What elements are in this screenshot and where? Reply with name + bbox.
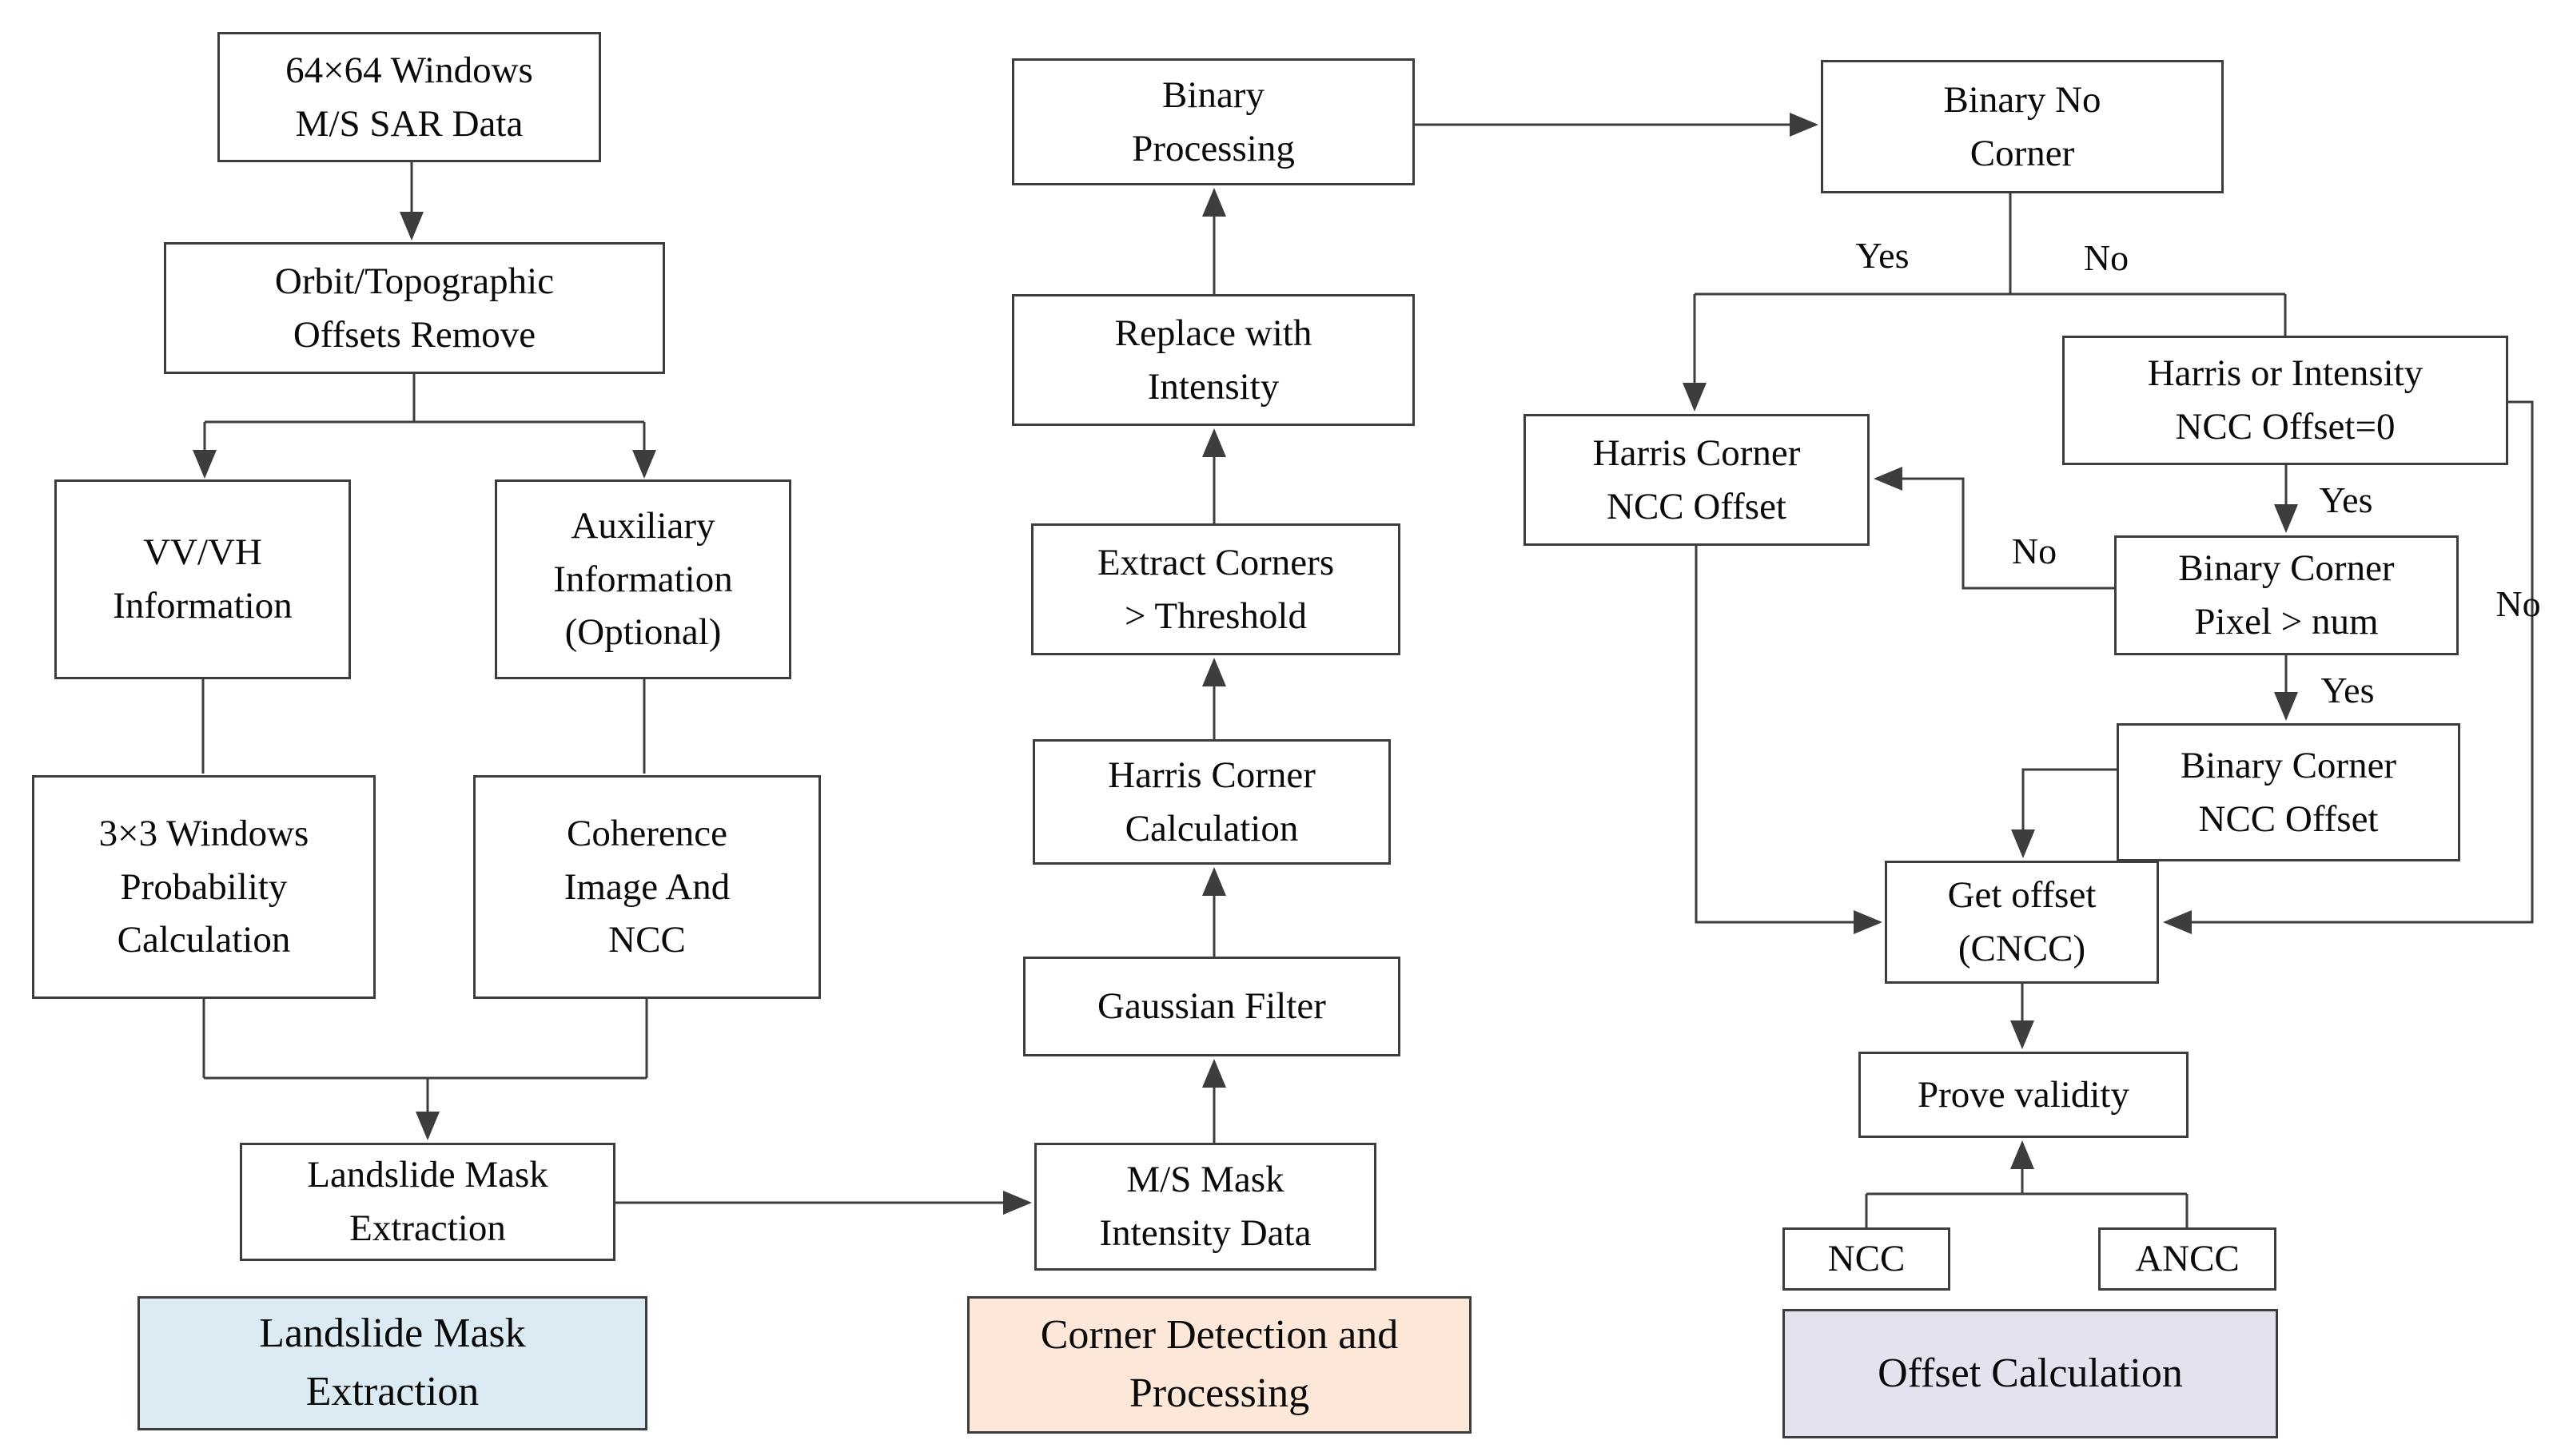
node-harris-corner-calculation: Harris Corner Calculation (1033, 739, 1391, 865)
node-mask-extraction-label: Landslide Mask Extraction (307, 1154, 548, 1249)
node-coherence-ncc: Coherence Image And NCC (473, 775, 821, 999)
node-binary-processing-label: Binary Processing (1132, 74, 1295, 169)
line-ncc-ancc-join (1865, 1192, 2189, 1227)
node-harris-or-intensity: Harris or Intensity NCC Offset=0 (2062, 336, 2508, 465)
node-extract-corners: Extract Corners > Threshold (1031, 523, 1400, 655)
node-harris-or-intensity-label: Harris or Intensity NCC Offset=0 (2147, 352, 2424, 448)
line-bnc-split (1695, 193, 2285, 296)
node-coherence-label: Coherence Image And NCC (564, 812, 731, 961)
node-vvvh-information: VV/VH Information (54, 479, 351, 679)
branch-hoi-no-text: No (2495, 583, 2541, 624)
node-binary-no-corner-label: Binary No Corner (1943, 78, 2101, 174)
node-binary-processing: Binary Processing (1012, 58, 1415, 185)
branch-label-hoi-no: No (2487, 582, 2549, 627)
node-binary-corner-pixel-label: Binary Corner Pixel > num (2178, 547, 2395, 642)
line-join-3x3-coherence (202, 999, 648, 1080)
node-orbit-offsets-remove: Orbit/Topographic Offsets Remove (164, 242, 665, 374)
node-replace-with-intensity: Replace with Intensity (1012, 294, 1415, 426)
node-landslide-mask-extraction: Landslide Mask Extraction (240, 1143, 615, 1261)
node-binary-corner-pixel: Binary Corner Pixel > num (2114, 535, 2459, 655)
node-binary-corner-ncc-offset: Binary Corner NCC Offset (2117, 723, 2460, 861)
branch-label-pixel-yes: Yes (2304, 668, 2392, 713)
node-gaussian-label: Gaussian Filter (1097, 985, 1326, 1028)
stage-landslide-mask-extraction: Landslide Mask Extraction (137, 1296, 647, 1430)
node-binary-no-corner: Binary No Corner (1821, 60, 2224, 193)
node-get-offset-cncc: Get offset (CNCC) (1885, 861, 2159, 984)
branch-hoi-yes-text: Yes (2319, 479, 2373, 520)
node-ancc-label: ANCC (2135, 1238, 2240, 1280)
arrow-harrisncc-to-getoffset (1695, 546, 1882, 934)
stage-offset-calculation: Offset Calculation (1782, 1309, 2278, 1438)
node-harris-calc-label: Harris Corner Calculation (1108, 754, 1316, 849)
stage-offset-title: Offset Calculation (1878, 1350, 2183, 1396)
node-harris-ncc-offset-label: Harris Corner NCC Offset (1592, 432, 1801, 527)
branch-label-hoi-yes: Yes (2302, 478, 2390, 523)
node-prove-validity-label: Prove validity (1918, 1073, 2129, 1116)
arrow-bcncc-to-getoffset (2011, 768, 2117, 858)
node-auxiliary-information: Auxiliary Information (Optional) (495, 479, 791, 679)
node-ncc: NCC (1782, 1227, 1950, 1291)
branch-pixel-no-text: No (2011, 531, 2057, 571)
stage-landslide-title: Landslide Mask Extraction (259, 1311, 526, 1414)
node-ancc: ANCC (2098, 1227, 2276, 1291)
node-ms-mask-intensity: M/S Mask Intensity Data (1034, 1143, 1376, 1271)
arrow-hoi-no-to-getoffset (2163, 400, 2534, 934)
node-sar-data: 64×64 Windows M/S SAR Data (217, 32, 601, 162)
node-ncc-label: NCC (1827, 1238, 1906, 1280)
branch-bnc-yes-text: Yes (1855, 235, 1910, 276)
branch-label-bnc-no: No (2066, 236, 2146, 280)
node-3x3-label: 3×3 Windows Probability Calculation (98, 812, 309, 961)
branch-label-bnc-yes: Yes (1838, 233, 1926, 278)
arrow-pixel-no-to-harrisncc (1874, 467, 2114, 590)
stage-corner-detection: Corner Detection and Processing (967, 1296, 1472, 1434)
node-replace-intensity-label: Replace with Intensity (1114, 312, 1312, 408)
node-get-offset-label: Get offset (CNCC) (1947, 874, 2097, 969)
line-orbit-split (205, 374, 644, 424)
node-orbit-label: Orbit/Topographic Offsets Remove (274, 260, 555, 356)
node-auxiliary-label: Auxiliary Information (Optional) (553, 504, 733, 654)
node-sar-data-label: 64×64 Windows M/S SAR Data (285, 49, 533, 145)
node-prove-validity: Prove validity (1858, 1052, 2189, 1138)
branch-label-pixel-no: No (1994, 529, 2074, 574)
node-binary-corner-ncc-label: Binary Corner NCC Offset (2180, 744, 2397, 840)
node-harris-corner-ncc-offset: Harris Corner NCC Offset (1523, 414, 1870, 546)
branch-pixel-yes-text: Yes (2320, 670, 2375, 710)
node-ms-mask-label: M/S Mask Intensity Data (1099, 1159, 1312, 1254)
node-3x3-probability: 3×3 Windows Probability Calculation (32, 775, 376, 999)
branch-bnc-no-text: No (2083, 237, 2129, 278)
node-vvvh-label: VV/VH Information (113, 531, 293, 627)
node-extract-corners-label: Extract Corners > Threshold (1097, 541, 1335, 637)
stage-corner-title: Corner Detection and Processing (1040, 1312, 1399, 1416)
node-gaussian-filter: Gaussian Filter (1023, 957, 1400, 1056)
